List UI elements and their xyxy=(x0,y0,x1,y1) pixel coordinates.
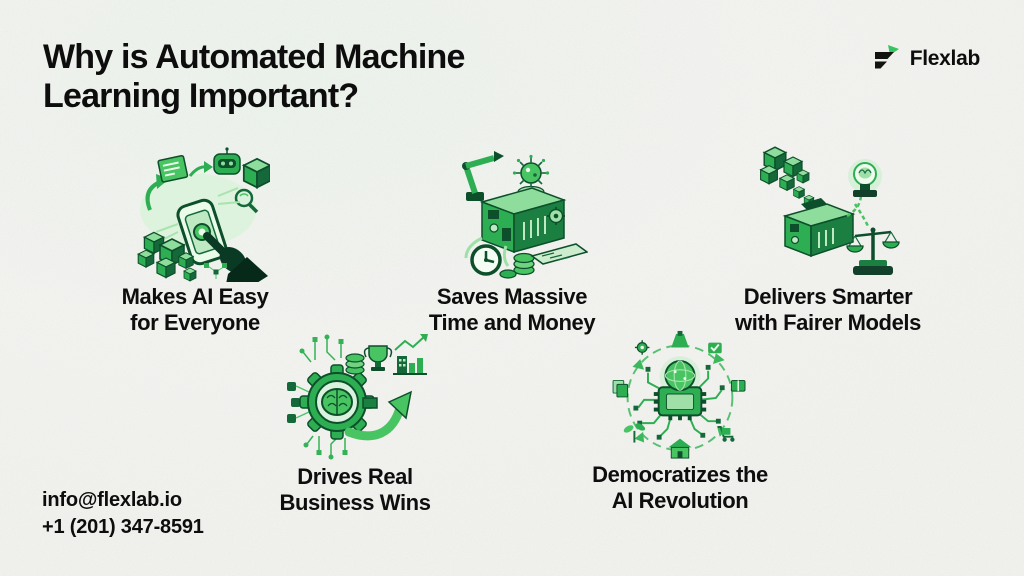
brain-gear-growth-arrow-illustration xyxy=(279,332,431,462)
feature-makes-ai-easy: Makes AI Easy for Everyone xyxy=(75,146,315,336)
brand-logo: Flexlab xyxy=(871,44,980,74)
feature-caption: Makes AI Easy for Everyone xyxy=(122,284,269,336)
hand-tapping-phone-illustration xyxy=(120,146,270,282)
feature-saves-time-money: Saves Massive Time and Money xyxy=(392,146,632,336)
feature-smarter-fairer-models: Delivers Smarter with Fairer Models xyxy=(708,146,948,336)
feature-caption: Saves Massive Time and Money xyxy=(428,284,596,336)
feature-democratizes-ai: Democratizes the AI Revolution xyxy=(560,330,800,514)
caption-line: Saves Massive xyxy=(436,284,588,309)
feature-caption: Drives Real Business Wins xyxy=(279,464,430,516)
model-factory-lightbulb-scales-illustration xyxy=(751,146,906,282)
caption-line: Makes AI Easy xyxy=(121,284,269,309)
flexlab-bolt-icon xyxy=(874,45,899,69)
feature-caption: Democratizes the AI Revolution xyxy=(592,462,768,514)
caption-line: Delivers Smarter xyxy=(743,284,913,309)
caption-line: AI Revolution xyxy=(611,488,749,513)
caption-line: Drives Real xyxy=(297,464,413,489)
contact-email: info@flexlab.io xyxy=(42,489,182,511)
caption-line: Time and Money xyxy=(428,310,596,335)
caption-line: with Fairer Models xyxy=(735,310,921,335)
contact-phone: +1 (201) 347-8591 xyxy=(42,516,204,538)
ai-chip-network-illustration xyxy=(605,330,755,460)
title-line-1: Why is Automated Machine xyxy=(43,38,465,76)
caption-line: for Everyone xyxy=(130,310,260,335)
page-title: Why is Automated Machine Learning Import… xyxy=(43,38,465,116)
feature-business-wins: Drives Real Business Wins xyxy=(235,332,475,516)
feature-caption: Delivers Smarter with Fairer Models xyxy=(735,284,921,336)
caption-line: Democratizes the xyxy=(592,462,768,487)
caption-line: Business Wins xyxy=(279,490,431,515)
brand-name: Flexlab xyxy=(909,47,981,70)
title-line-2: Learning Important? xyxy=(43,77,359,115)
contact-info: info@flexlab.io +1 (201) 347-8591 xyxy=(42,487,204,541)
automation-machine-illustration xyxy=(436,146,588,282)
